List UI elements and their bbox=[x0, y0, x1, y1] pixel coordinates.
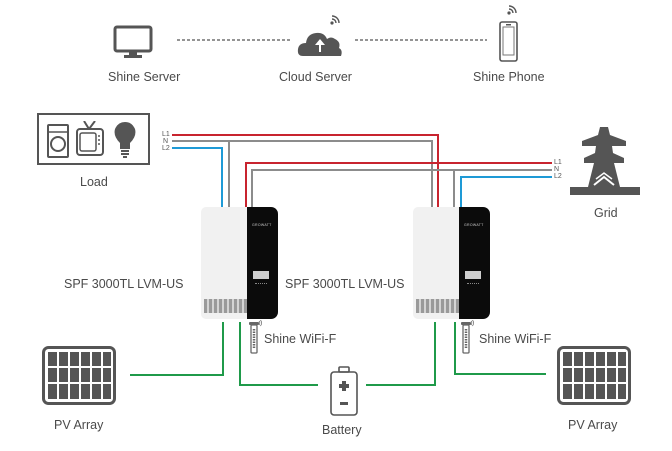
wire-pv-right bbox=[454, 322, 546, 375]
wire-l2-load bbox=[172, 147, 223, 207]
wifi-dongle-1-label: Shine WiFi-F bbox=[264, 332, 337, 346]
inverter-1-model-label: SPF 3000TL LVM-US bbox=[64, 277, 184, 291]
wifi-dongle-1-icon bbox=[249, 320, 262, 354]
solar-panel-icon-right bbox=[557, 346, 631, 405]
load-box bbox=[37, 113, 150, 165]
wire-l2-grid bbox=[460, 176, 552, 207]
wifi-signal-icon bbox=[507, 5, 517, 15]
grid-label: Grid bbox=[594, 206, 618, 220]
wire-battery-left bbox=[239, 322, 318, 386]
solar-panel-icon-left bbox=[42, 346, 116, 405]
pv-array-right-label: PV Array bbox=[568, 418, 618, 432]
wire-battery-right bbox=[366, 322, 436, 386]
pv-array-left-label: PV Array bbox=[54, 418, 104, 432]
inverter-2-terminal-block bbox=[416, 299, 460, 313]
smartphone-icon bbox=[499, 5, 518, 62]
load-label: Load bbox=[80, 175, 108, 189]
monitor-icon bbox=[113, 25, 153, 58]
shine-phone-label: Shine Phone bbox=[473, 70, 545, 84]
inverter-1-front-panel: GROWATT bbox=[247, 207, 278, 319]
phase-label-l1-grid: L1 bbox=[554, 159, 562, 166]
phase-label-l1-load: L1 bbox=[162, 131, 170, 138]
wifi-signal-icon bbox=[330, 15, 340, 25]
phase-label-l2-load: L2 bbox=[162, 145, 170, 152]
wire-n-grid bbox=[251, 169, 552, 207]
inverter-1-lcd-display bbox=[253, 271, 269, 279]
cloud-upload-icon bbox=[297, 15, 342, 56]
cloud-server-label: Cloud Server bbox=[279, 70, 352, 84]
battery-label: Battery bbox=[322, 423, 362, 437]
tv-icon bbox=[76, 121, 104, 156]
inverter-2-buttons bbox=[467, 283, 479, 287]
inverter-2-model-label: SPF 3000TL LVM-US bbox=[285, 277, 405, 291]
battery-icon bbox=[330, 366, 358, 416]
wire-l1-grid bbox=[245, 162, 552, 207]
inverter-2-brand-logo: GROWATT bbox=[464, 223, 484, 227]
inverter-2: GROWATT bbox=[413, 207, 490, 319]
inverter-2-body bbox=[413, 207, 461, 319]
wire-l1-load bbox=[172, 134, 439, 207]
inverter-1-brand-logo: GROWATT bbox=[252, 223, 272, 227]
wifi-dongle-2-icon bbox=[461, 320, 474, 354]
inverter-2-lcd-display bbox=[465, 271, 481, 279]
phase-label-n-load: N bbox=[163, 138, 169, 145]
inverter-1-terminal-block bbox=[204, 299, 248, 313]
wire-pv-left bbox=[130, 322, 224, 376]
inverter-2-front-panel: GROWATT bbox=[459, 207, 490, 319]
washing-machine-icon bbox=[47, 124, 69, 158]
wifi-dongle-2-label: Shine WiFi-F bbox=[479, 332, 552, 346]
wire-n-load bbox=[172, 140, 433, 207]
inverter-1-buttons bbox=[255, 283, 267, 287]
lightbulb-icon bbox=[114, 122, 136, 158]
shine-server-label: Shine Server bbox=[108, 70, 181, 84]
power-tower-icon bbox=[570, 127, 640, 195]
phase-label-n-grid: N bbox=[554, 166, 560, 173]
phase-label-l2-grid: L2 bbox=[554, 173, 562, 180]
inverter-1: GROWATT bbox=[201, 207, 278, 319]
inverter-1-body bbox=[201, 207, 249, 319]
